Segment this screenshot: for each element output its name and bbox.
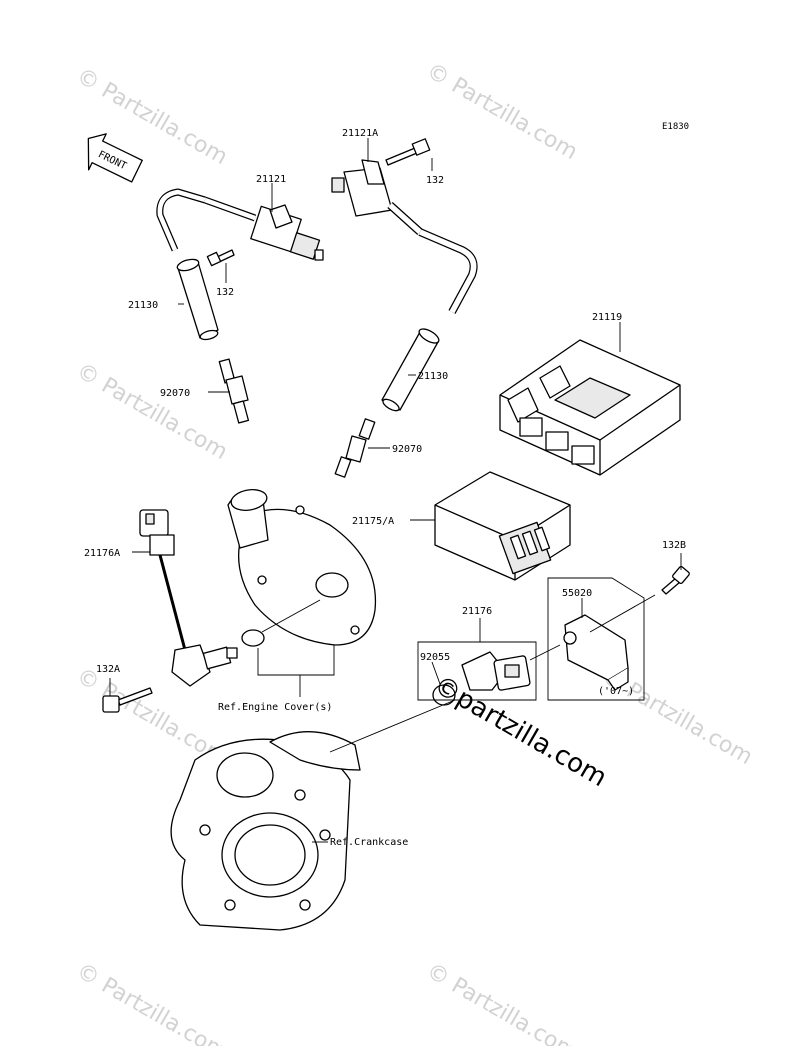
plug-cap-21130-right <box>381 328 440 412</box>
label-92070-right: 92070 <box>392 444 422 455</box>
bolt-132A <box>102 687 153 713</box>
label-92055: 92055 <box>420 652 450 663</box>
watermark-text: © Partzilla.com <box>72 359 232 466</box>
label-55020: 55020 <box>562 588 592 599</box>
ignition-coil-right <box>331 159 478 314</box>
label-21130-right: 21130 <box>418 371 448 382</box>
diagram-code: E1830 <box>662 122 689 132</box>
label-21175A: 21175/A <box>352 516 394 527</box>
label-21176: 21176 <box>462 606 492 617</box>
sensor-21176A <box>139 509 238 687</box>
label-132A: 132A <box>96 664 120 675</box>
label-ref-engine-cover: Ref.Engine Cover(s) <box>218 702 332 713</box>
bolt-132-right <box>385 138 431 166</box>
label-92070-left: 92070 <box>160 388 190 399</box>
part-labels: 21121 21121A 132 132 21130 21130 92070 9… <box>84 128 686 848</box>
front-arrow: FRONT <box>87 133 143 183</box>
engine-cover-ref <box>227 489 377 646</box>
module-21175A <box>434 471 571 581</box>
watermark-text: © Partzilla.com <box>422 959 582 1046</box>
ignition-coil-left <box>156 188 324 261</box>
spark-plug-92070-left <box>218 358 250 424</box>
ecu-21119 <box>499 339 681 476</box>
label-21130-left: 21130 <box>128 300 158 311</box>
plug-cap-21130-left <box>176 258 219 341</box>
label-21121: 21121 <box>256 174 286 185</box>
label-note-07: ('07~) <box>598 686 634 697</box>
watermark-layer: © Partzilla.com © Partzilla.com © Partzi… <box>72 59 757 1046</box>
o-ring-engine-cover <box>241 629 265 647</box>
label-21121A: 21121A <box>342 128 378 139</box>
watermark-text: © Partzilla.com <box>72 959 232 1046</box>
label-21176A: 21176A <box>84 548 120 559</box>
crankcase-ref <box>170 731 361 931</box>
watermark-text: © Partzilla.com <box>422 59 582 166</box>
watermark-main: ©partzilla.com <box>429 670 612 793</box>
label-132-right: 132 <box>426 175 444 186</box>
label-132-left: 132 <box>216 287 234 298</box>
label-21119: 21119 <box>592 312 622 323</box>
spark-plug-92070-right <box>334 418 376 478</box>
bolt-132B <box>661 565 690 595</box>
label-132B: 132B <box>662 540 686 551</box>
leader-lines <box>109 138 682 843</box>
bolt-132-left <box>206 249 235 267</box>
label-ref-crankcase: Ref.Crankcase <box>330 837 408 848</box>
sensor-21176 <box>461 651 531 691</box>
bracket-55020 <box>563 614 629 691</box>
